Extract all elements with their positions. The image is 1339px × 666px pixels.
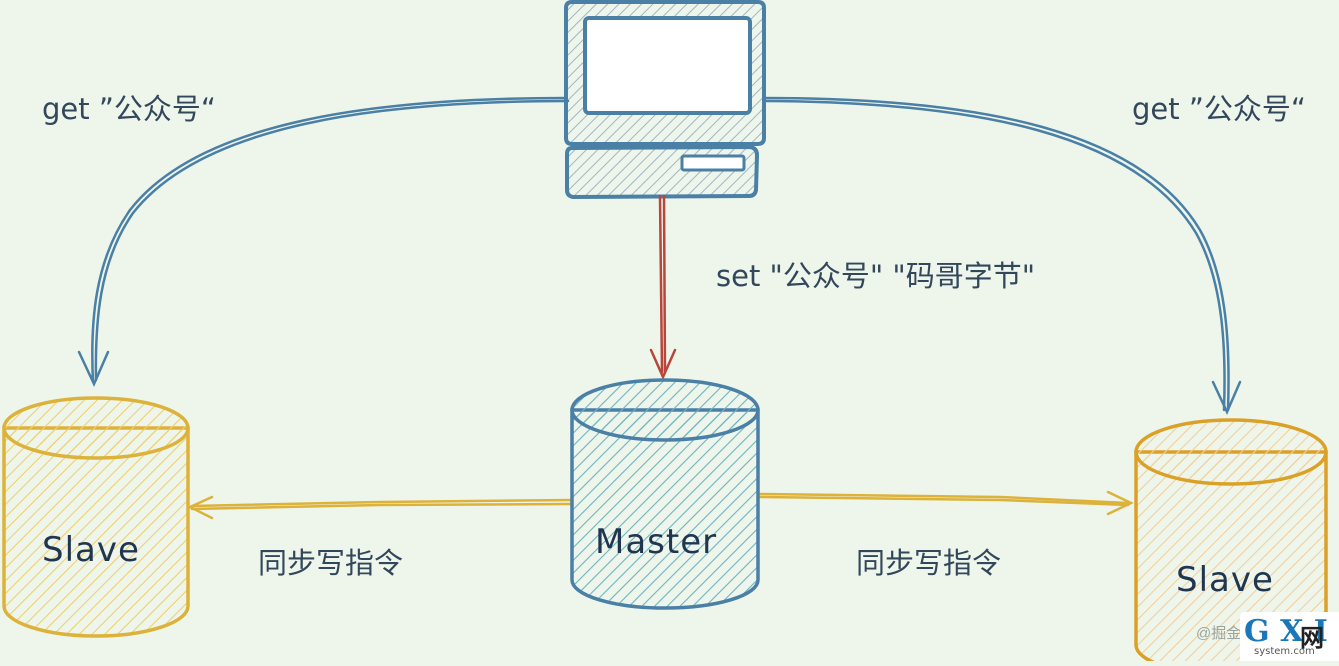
- slave-right-label: Slave: [1176, 560, 1274, 600]
- read-arrow-left: [77, 96, 570, 388]
- sync-label-right: 同步写指令: [856, 546, 1002, 580]
- sync-label-left: 同步写指令: [258, 546, 404, 580]
- slave-left-label: Slave: [42, 530, 140, 570]
- slave-left-cylinder: [2, 396, 190, 638]
- watermark-logo-sub: system.com: [1254, 646, 1315, 657]
- get-label-left: get ”公众号“: [42, 92, 216, 126]
- sync-arrow-right: [756, 490, 1134, 516]
- read-arrow-right: [762, 96, 1242, 416]
- sync-arrow-left: [187, 495, 574, 520]
- computer-icon: [564, 0, 766, 200]
- watermark-logo-cn: 网: [1300, 624, 1324, 652]
- write-arrow-master: [649, 194, 677, 381]
- set-label: set "公众号" "码哥字节": [716, 259, 1036, 293]
- watermark-logo-main: G X I: [1244, 614, 1328, 649]
- watermark-text: @掘金: [1196, 625, 1242, 642]
- master-cylinder: [570, 378, 760, 610]
- master-label: Master: [595, 522, 718, 562]
- watermark-logo: G X I 网 system.com: [1240, 612, 1339, 661]
- get-label-right: get ”公众号“: [1132, 92, 1306, 126]
